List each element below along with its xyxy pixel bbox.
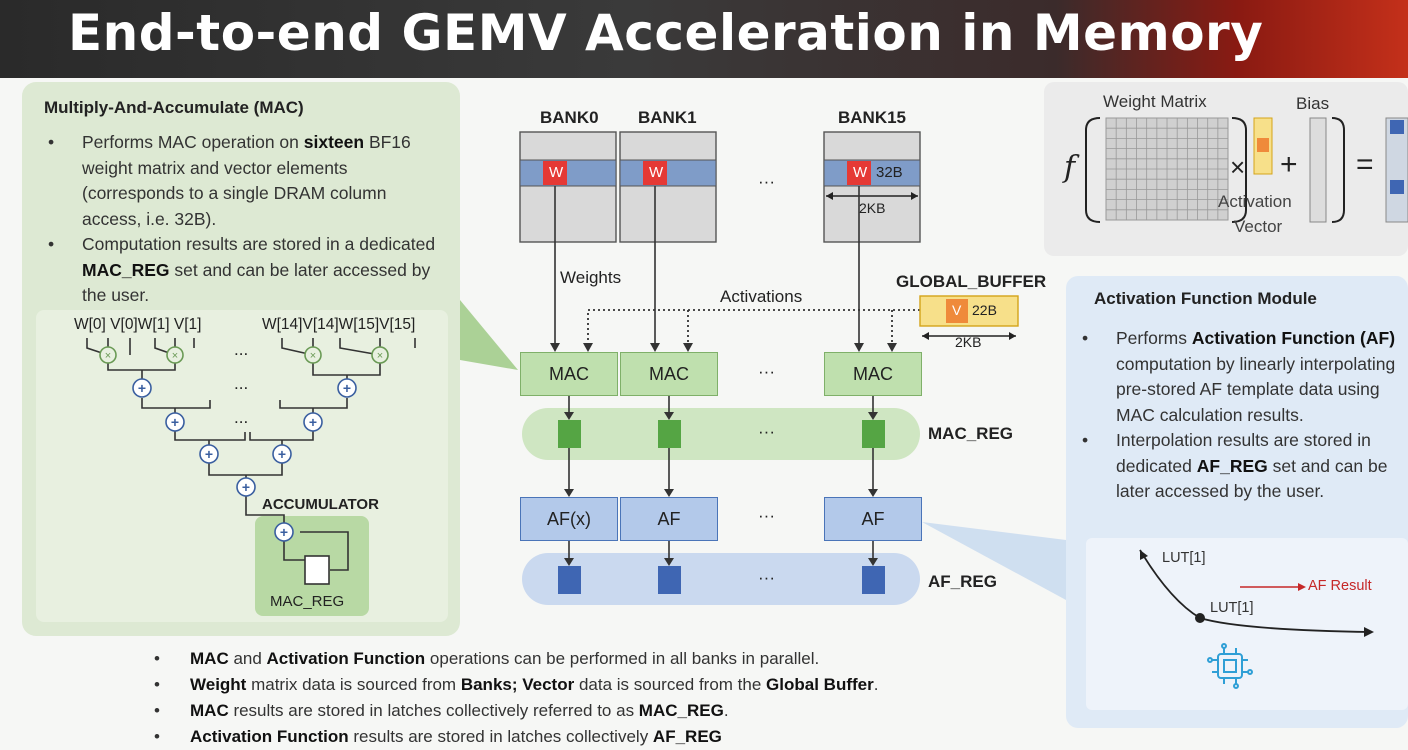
tree-ellipsis-1: ... <box>234 340 249 359</box>
af-unit-15: AF <box>824 497 922 541</box>
activations-label: Activations <box>720 287 803 306</box>
svg-text:+: + <box>343 380 351 396</box>
bank1-label: BANK1 <box>638 108 697 127</box>
size-32b: 32B <box>876 164 903 181</box>
af-bullet-2: Interpolation results are stored in dedi… <box>1080 428 1406 505</box>
formula-f: f <box>1064 150 1076 185</box>
size-22b: 22B <box>972 302 997 318</box>
tree-inputs-left: W[0] V[0]W[1] V[1] <box>74 316 202 333</box>
mac-reg-label: MAC_REG <box>928 424 1014 443</box>
mac-unit-0: MAC <box>520 352 618 396</box>
svg-text:×: × <box>377 350 383 362</box>
lut-graph-box <box>1086 538 1408 710</box>
bank-dots: ··· <box>758 172 775 191</box>
mac-bullets: Performs MAC operation on sixteen BF16 w… <box>46 130 446 309</box>
v-cell: V <box>952 302 962 318</box>
svg-text:+: + <box>278 446 286 462</box>
tree-mac-reg-label: MAC_REG <box>270 593 345 610</box>
svg-text:×: × <box>310 350 316 362</box>
global-buffer-label: GLOBAL_BUFFER <box>896 272 1047 291</box>
svg-text:+: + <box>205 446 213 462</box>
w-cell-0: W <box>549 164 564 181</box>
svg-text:+: + <box>242 479 250 495</box>
equals-sign: = <box>1356 148 1374 181</box>
tree-ellipsis-3: ... <box>234 408 249 427</box>
weights-label: Weights <box>560 268 622 287</box>
mac-bullet-2: Computation results are stored in a dedi… <box>46 232 446 309</box>
af-reg-label: AF_REG <box>928 572 997 591</box>
mac-bullet-1: Performs MAC operation on sixteen BF16 w… <box>46 130 446 232</box>
vector-label: Vector <box>1234 217 1283 236</box>
mac-heading: Multiply-And-Accumulate (MAC) <box>44 98 304 117</box>
bottom-bullet-2: Weight matrix data is sourced from Banks… <box>150 672 878 698</box>
svg-text:×: × <box>105 350 111 362</box>
page-title: End-to-end GEMV Acceleration in Memory <box>68 4 1264 62</box>
svg-text:+: + <box>138 380 146 396</box>
title-bar: End-to-end GEMV Acceleration in Memory <box>0 0 1408 78</box>
bias-label: Bias <box>1296 94 1330 113</box>
w-cell-1: W <box>649 164 664 181</box>
bottom-bullet-3: MAC results are stored in latches collec… <box>150 698 878 724</box>
tree-inputs-right: W[14]V[14]W[15]V[15] <box>262 316 416 333</box>
af-bullets: Performs Activation Function (AF) comput… <box>1080 326 1406 505</box>
plus-sign: + <box>1280 148 1298 181</box>
mac-dots: ··· <box>758 362 775 381</box>
svg-text:+: + <box>280 524 288 540</box>
bottom-bullets: MAC and Activation Function operations c… <box>150 646 878 750</box>
af-unit-0: AF(x) <box>520 497 618 541</box>
bank15-label: BANK15 <box>838 108 907 127</box>
w-cell-15: W <box>853 164 868 181</box>
lut-label-2: LUT[1] <box>1210 600 1254 616</box>
weight-matrix-label: Weight Matrix <box>1103 92 1207 111</box>
lut-label-1: LUT[1] <box>1162 550 1206 566</box>
size-2kb-buffer: 2KB <box>955 334 982 350</box>
times-sign: × <box>1230 152 1246 182</box>
size-2kb-bank: 2KB <box>859 200 886 216</box>
mac-unit-1: MAC <box>620 352 718 396</box>
tree-ellipsis-2: ... <box>234 374 249 393</box>
svg-text:+: + <box>309 414 317 430</box>
af-unit-1: AF <box>620 497 718 541</box>
af-result-label: AF Result <box>1308 578 1372 594</box>
activation-label: Activation <box>1218 192 1292 211</box>
svg-text:×: × <box>172 350 178 362</box>
macreg-dots: ··· <box>758 422 775 441</box>
accumulator-label: ACCUMULATOR <box>262 496 379 513</box>
af-bullet-1: Performs Activation Function (AF) comput… <box>1080 326 1406 428</box>
af-dots: ··· <box>758 506 775 525</box>
svg-text:+: + <box>171 414 179 430</box>
mac-unit-15: MAC <box>824 352 922 396</box>
bottom-bullet-4: Activation Function results are stored i… <box>150 724 878 750</box>
afreg-dots: ··· <box>758 568 775 587</box>
bottom-bullet-1: MAC and Activation Function operations c… <box>150 646 878 672</box>
bank0-label: BANK0 <box>540 108 599 127</box>
af-heading: Activation Function Module <box>1094 289 1317 308</box>
